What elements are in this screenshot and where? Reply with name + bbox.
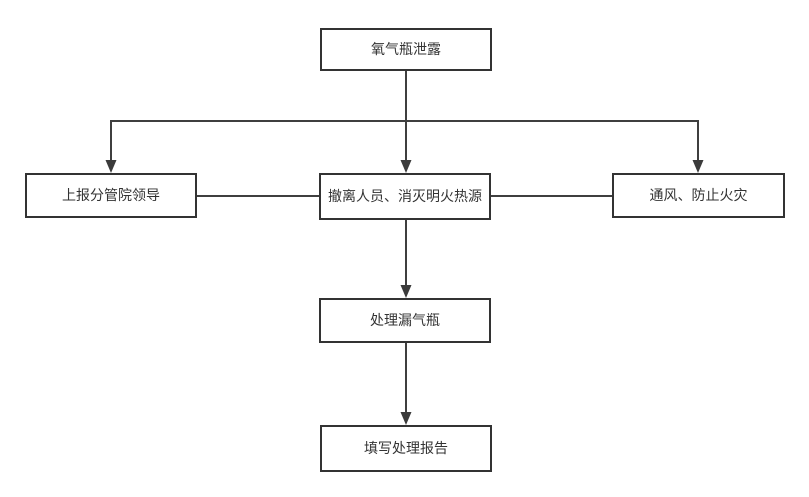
arrowhead-report xyxy=(400,412,412,425)
node-handle-leaking-cylinder: 处理漏气瓶 xyxy=(319,298,491,343)
node-oxygen-cylinder-leak: 氧气瓶泄露 xyxy=(320,28,492,71)
node-label: 通风、防止火灾 xyxy=(649,187,748,204)
node-label: 处理漏气瓶 xyxy=(370,312,440,329)
node-label: 氧气瓶泄露 xyxy=(371,41,441,58)
node-evacuate-extinguish: 撤离人员、消灭明火热源 xyxy=(319,173,491,220)
arrowhead-ventilate xyxy=(692,160,704,173)
node-ventilate-prevent-fire: 通风、防止火灾 xyxy=(612,173,785,218)
node-report-to-leader: 上报分管院领导 xyxy=(25,173,197,218)
arrowhead-evacuate xyxy=(400,160,412,173)
arrowhead-report-leader xyxy=(105,160,117,173)
node-write-report: 填写处理报告 xyxy=(320,425,492,472)
node-label: 填写处理报告 xyxy=(364,440,448,457)
node-label: 上报分管院领导 xyxy=(62,187,160,204)
arrowhead-handle xyxy=(400,285,412,298)
node-label: 撤离人员、消灭明火热源 xyxy=(328,188,482,205)
